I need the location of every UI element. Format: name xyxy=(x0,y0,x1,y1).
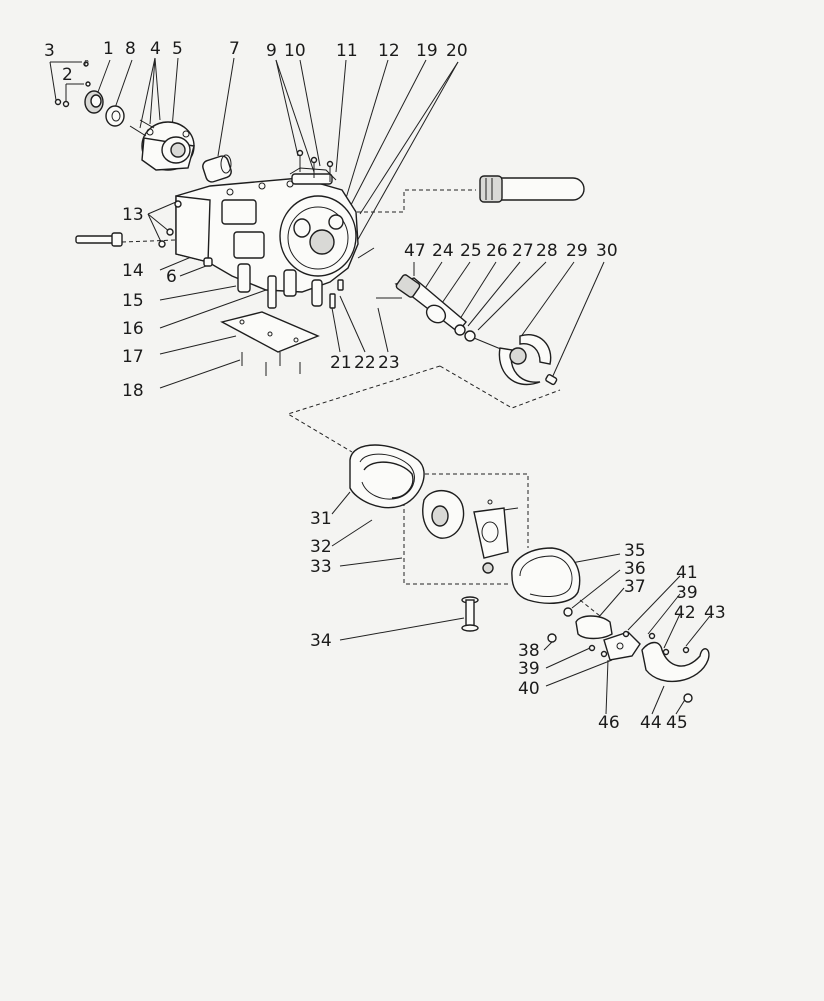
label-45: 45 xyxy=(666,713,688,733)
part-37-latch xyxy=(575,615,613,640)
label-18: 18 xyxy=(122,381,144,401)
part-36-washer xyxy=(563,607,573,617)
label-10: 10 xyxy=(284,41,306,61)
label-32: 32 xyxy=(310,537,332,557)
label-24: 24 xyxy=(432,241,454,261)
label-25: 25 xyxy=(460,241,482,261)
label-29: 29 xyxy=(566,241,588,261)
part-7-bushing xyxy=(202,154,232,183)
part-45-nut xyxy=(683,693,693,703)
label-33: 33 xyxy=(310,557,332,577)
label-7: 7 xyxy=(229,39,240,59)
part-bolts-under xyxy=(203,257,323,309)
label-26: 26 xyxy=(486,241,508,261)
part-pin-left xyxy=(75,232,123,247)
label-30: 30 xyxy=(596,241,618,261)
label-39-upper: 39 xyxy=(676,583,698,603)
label-2: 2 xyxy=(62,65,73,85)
part-1-nut xyxy=(84,90,104,114)
part-24-47-hook-shaft xyxy=(394,274,509,353)
label-43: 43 xyxy=(704,603,726,623)
label-3: 3 xyxy=(44,41,55,61)
part-42-43-small xyxy=(648,632,690,656)
label-17: 17 xyxy=(122,347,144,367)
label-9: 9 xyxy=(266,41,277,61)
label-40: 40 xyxy=(518,679,540,699)
part-shaft-roller xyxy=(479,175,585,203)
part-screws-2-3 xyxy=(54,61,91,108)
part-34-bobbin xyxy=(461,596,479,632)
label-15: 15 xyxy=(122,291,144,311)
tiny-marks: 8 xyxy=(84,59,89,68)
part-31-32-rings xyxy=(349,444,425,509)
part-17-plate xyxy=(220,311,320,353)
part-29-rotary-hook xyxy=(498,334,552,385)
label-20: 20 xyxy=(446,41,468,61)
part-8-ring xyxy=(105,105,125,127)
part-35-cover-plate xyxy=(511,547,581,604)
label-4: 4 xyxy=(150,39,161,59)
label-11: 11 xyxy=(336,41,358,61)
part-30-screw xyxy=(545,374,558,386)
label-1: 1 xyxy=(103,39,114,59)
part-33-bobbin-case-ring xyxy=(422,490,465,539)
label-14: 14 xyxy=(122,261,144,281)
label-47: 47 xyxy=(404,241,426,261)
label-5: 5 xyxy=(172,39,183,59)
part-38-40-screws xyxy=(547,633,608,658)
label-28: 28 xyxy=(536,241,558,261)
part-bobbin-case xyxy=(473,499,519,574)
label-35: 35 xyxy=(624,541,646,561)
label-6: 6 xyxy=(166,267,177,287)
part-4-5-flange xyxy=(129,119,195,171)
label-38: 38 xyxy=(518,641,540,661)
part-housing-main xyxy=(175,167,359,293)
part-41-46-lever xyxy=(603,630,641,661)
label-36: 36 xyxy=(624,559,646,579)
part-13-screws xyxy=(158,200,182,248)
label-23: 23 xyxy=(378,353,400,373)
label-12: 12 xyxy=(378,41,400,61)
label-21: 21 xyxy=(330,353,352,373)
part-labels: 3 1 8 4 5 7 9 10 11 12 19 20 2 13 14 6 1… xyxy=(44,39,726,733)
label-39-lower: 39 xyxy=(518,659,540,679)
label-16: 16 xyxy=(122,319,144,339)
part-21-22-23-pins xyxy=(329,247,402,309)
label-42: 42 xyxy=(674,603,696,623)
part-18-screws xyxy=(241,352,301,376)
label-41: 41 xyxy=(676,563,698,583)
label-37: 37 xyxy=(624,577,646,597)
label-22: 22 xyxy=(354,353,376,373)
part-44-plate-arc xyxy=(641,641,710,683)
label-19: 19 xyxy=(416,41,438,61)
part-9-10-11-screws xyxy=(296,149,334,182)
label-46: 46 xyxy=(598,713,620,733)
label-31: 31 xyxy=(310,509,332,529)
label-27: 27 xyxy=(512,241,534,261)
label-34: 34 xyxy=(310,631,332,651)
label-44: 44 xyxy=(640,713,662,733)
label-13: 13 xyxy=(122,205,144,225)
label-8: 8 xyxy=(125,39,136,59)
tiny-mark-a: 8 xyxy=(84,59,89,68)
